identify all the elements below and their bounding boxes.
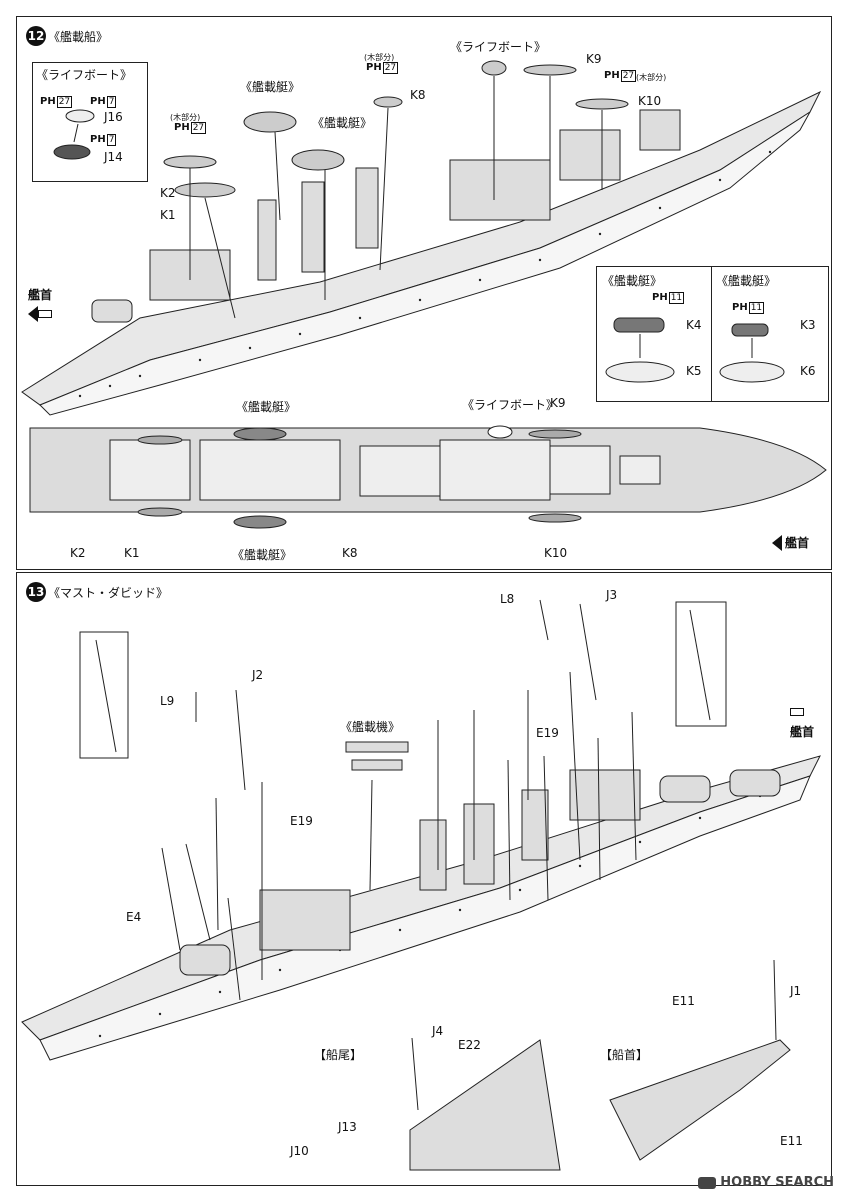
plan-label-k2: K2 — [70, 546, 86, 560]
bow-detail-title: 【船首】 — [600, 1048, 649, 1062]
launch-inset-parts — [605, 317, 785, 383]
watermark-text: HOBBY SEARCH — [720, 1175, 834, 1190]
part-label-j3: J3 — [606, 588, 618, 602]
part-label-j14: J14 — [104, 150, 123, 164]
step13-number: 13 — [26, 582, 46, 602]
step12-number: 12 — [26, 26, 46, 46]
part-label-j16: J16 — [104, 110, 123, 124]
step12-title: 《艦載船》 — [48, 30, 109, 44]
bow-indicator-plan: 艦首 — [772, 534, 809, 551]
ph-box-11: 11 — [668, 292, 685, 304]
plan-launch-bottom: 《艦載艇》 — [232, 548, 293, 562]
bow-label: 艦首 — [790, 725, 815, 739]
ph-letters: PH — [174, 122, 190, 133]
part-label-e22: E22 — [458, 1038, 481, 1052]
part-label-j13: J13 — [338, 1120, 357, 1134]
part-label-j2: J2 — [252, 668, 264, 682]
stern-detail-title: 【船尾】 — [314, 1048, 363, 1062]
part-label-k4: K4 — [686, 318, 702, 332]
part-label-e19-left: E19 — [290, 814, 313, 828]
watermark: HOBBY SEARCH — [698, 1175, 834, 1190]
hobby-search-logo-icon — [698, 1176, 717, 1189]
part-label-k9: K9 — [586, 52, 602, 66]
ph-box-27-k9: 27 — [620, 70, 637, 82]
bow-arrow-icon — [28, 306, 52, 322]
ph-box-27: 27 — [56, 96, 73, 108]
step13-panel — [16, 572, 832, 1186]
step13-title: 《マスト・ダビッド》 — [48, 586, 169, 600]
ph-box-11b: 11 — [748, 302, 765, 314]
wood-note-k2: (木部分) — [170, 113, 201, 122]
part-label-e11-top: E11 — [672, 994, 695, 1008]
plan-label-k8: K8 — [342, 546, 358, 560]
launch-inset-left-title: 《艦載艇》 — [602, 274, 663, 288]
ph-box-7: 7 — [106, 96, 117, 108]
bow-arrow-icon — [790, 704, 815, 720]
aircraft-title: 《艦載機》 — [340, 720, 401, 734]
bow-label: 艦首 — [28, 288, 53, 302]
ph-letters: PH — [732, 302, 748, 313]
ph-box-27-k2: 27 — [190, 122, 207, 134]
part-label-k1: K1 — [160, 208, 176, 222]
part-label-k5: K5 — [686, 364, 702, 378]
plan-launch-top: 《艦載艇》 — [236, 400, 297, 414]
plan-label-k9: K9 — [550, 396, 566, 410]
plan-lifeboat: 《ライフボート》 — [462, 398, 559, 412]
ph-letters: PH — [90, 134, 106, 145]
ph-letters: PH — [604, 70, 620, 81]
bow-arrow-icon — [772, 534, 782, 551]
part-label-e4: E4 — [126, 910, 142, 924]
launch-title-1: 《艦載艇》 — [240, 80, 301, 94]
lifeboat-inset-box — [32, 62, 148, 182]
lifeboat-title-top: 《ライフボート》 — [450, 40, 547, 54]
plan-label-k10: K10 — [544, 546, 568, 560]
step12-hull — [21, 60, 822, 416]
part-label-k10: K10 — [638, 94, 662, 108]
step12-plan-view — [29, 425, 827, 529]
bow-label: 艦首 — [785, 536, 810, 550]
ph-letters: PH — [40, 96, 56, 107]
launch-title-2: 《艦載艇》 — [312, 116, 373, 130]
part-label-k6: K6 — [800, 364, 816, 378]
wood-note-k8: (木部分) — [364, 53, 395, 62]
part-label-k3: K3 — [800, 318, 816, 332]
ph-box-7b: 7 — [106, 134, 117, 146]
lifeboat-inset-title: 《ライフボート》 — [36, 68, 133, 82]
plan-label-k1: K1 — [124, 546, 140, 560]
ph-letters: PH — [90, 96, 106, 107]
bow-indicator-step13: 艦首 — [790, 704, 815, 740]
part-label-k8: K8 — [410, 88, 426, 102]
bow-indicator-step12: 艦首 — [28, 286, 52, 322]
part-label-e19-right: E19 — [536, 726, 559, 740]
part-label-j4: J4 — [432, 1024, 444, 1038]
part-label-k2: K2 — [160, 186, 176, 200]
wood-note-k10: (木部分) — [636, 73, 667, 82]
step13-hull — [21, 599, 821, 1171]
part-label-j10: J10 — [290, 1144, 309, 1158]
ph-letters: PH — [366, 62, 382, 73]
part-label-l9: L9 — [160, 694, 175, 708]
launch-inset-right-title: 《艦載艇》 — [716, 274, 777, 288]
ph-letters: PH — [652, 292, 668, 303]
part-label-j1: J1 — [790, 984, 802, 998]
lifeboat-inset-parts — [53, 109, 95, 160]
part-label-e11-bottom: E11 — [780, 1134, 803, 1148]
part-label-l8: L8 — [500, 592, 515, 606]
ph-box-27-k8: 27 — [382, 62, 399, 74]
